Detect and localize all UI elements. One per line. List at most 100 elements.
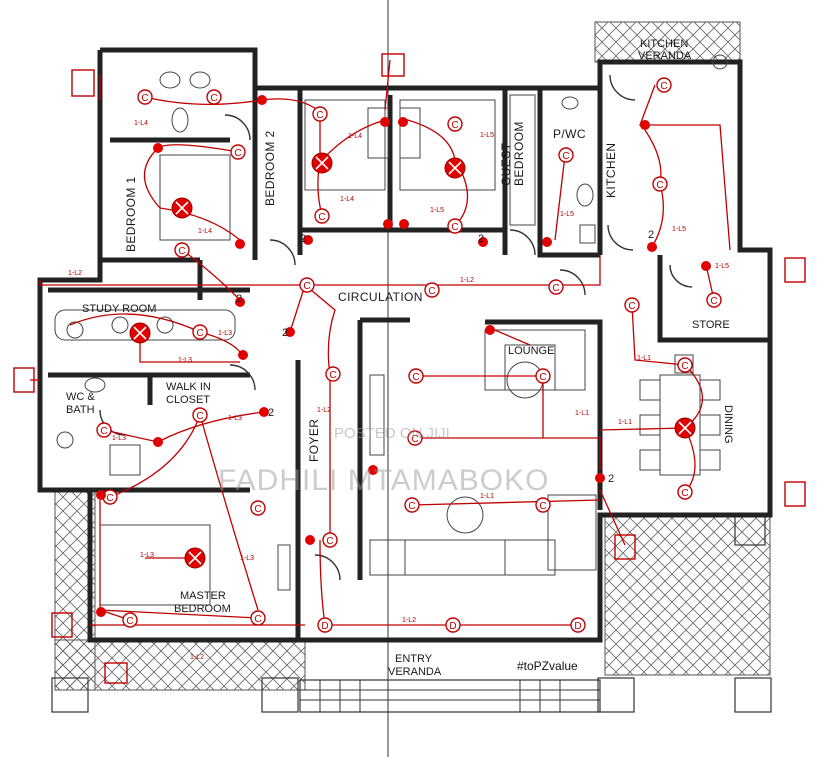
ceiling-point-symbol: C — [656, 77, 672, 93]
svg-text:C: C — [303, 281, 310, 292]
light-fitting-icon — [184, 547, 206, 569]
distribution-boxes — [13, 53, 806, 684]
switch-icon — [235, 239, 245, 249]
room-label-store: STORE — [692, 319, 730, 331]
svg-text:1-L3: 1-L3 — [218, 330, 232, 337]
room-label-wc-bath: WC &BATH — [66, 391, 95, 416]
svg-text:1-L5: 1-L5 — [430, 207, 444, 214]
svg-text:1-L1: 1-L1 — [637, 355, 651, 362]
ceiling-point-symbol: C — [322, 532, 338, 548]
svg-text:C: C — [539, 501, 546, 512]
watermark-author: FADHILI MTAMABOKO — [218, 464, 550, 497]
svg-text:C: C — [656, 180, 663, 191]
db-box — [381, 53, 405, 77]
svg-text:C: C — [126, 616, 133, 627]
svg-text:1-L1: 1-L1 — [480, 493, 494, 500]
svg-text:D: D — [321, 621, 328, 632]
db-box — [784, 481, 806, 507]
walls — [37, 47, 773, 643]
svg-text:C: C — [178, 246, 185, 257]
switches — [96, 95, 711, 617]
ceiling-point-symbol: C — [558, 147, 574, 163]
room-label-bedroom-1: BEDROOM 1 — [124, 176, 138, 252]
db-box — [104, 662, 128, 684]
svg-text:C: C — [141, 93, 148, 104]
room-label-circulation: CIRCULATION — [338, 290, 423, 304]
switch-icon — [542, 237, 552, 247]
svg-text:C: C — [562, 151, 569, 162]
ceiling-point-symbol: C — [312, 106, 328, 122]
switch-icon — [595, 473, 605, 483]
svg-text:C: C — [318, 212, 325, 223]
svg-text:C: C — [100, 426, 107, 437]
ceiling-point-symbol: C — [250, 610, 266, 626]
ceiling-point-symbol: C — [535, 497, 551, 513]
ceiling-point-symbol: C — [174, 242, 190, 258]
downlight-point-symbol: D — [317, 617, 333, 633]
ceiling-point-symbol: C — [325, 366, 341, 382]
svg-text:C: C — [210, 93, 217, 104]
switch-icon — [153, 437, 163, 447]
svg-text:1-L3: 1-L3 — [140, 552, 154, 559]
svg-text:1-L4: 1-L4 — [348, 133, 362, 140]
ceiling-point-symbol: C — [250, 500, 266, 516]
room-label-dining: DINING — [722, 405, 734, 444]
switch-icon — [238, 350, 248, 360]
room-label-pwc: P/WC — [553, 127, 586, 141]
svg-text:C: C — [316, 110, 323, 121]
ceiling-point-symbol: C — [706, 292, 722, 308]
ceiling-point-symbol: C — [299, 277, 315, 293]
db-box — [614, 534, 636, 560]
ceiling-point-symbol: C — [404, 497, 420, 513]
svg-text:1-L1: 1-L1 — [618, 419, 632, 426]
switch-icon — [259, 407, 269, 417]
svg-text:C: C — [428, 286, 435, 297]
room-label-entry-veranda-line-1: ENTRY — [395, 653, 433, 665]
switch-icon — [96, 607, 106, 617]
svg-text:C: C — [234, 148, 241, 159]
light-fitting-icon — [444, 157, 466, 179]
svg-text:1-L3: 1-L3 — [228, 415, 242, 422]
dining-veranda-floor — [604, 514, 771, 676]
svg-text:1-L2: 1-L2 — [317, 407, 331, 414]
svg-text:C: C — [451, 120, 458, 131]
svg-text:C: C — [329, 370, 336, 381]
svg-text:C: C — [106, 493, 113, 504]
svg-text:C: C — [710, 296, 717, 307]
switch-icon — [235, 297, 245, 307]
svg-text:C: C — [196, 328, 203, 339]
svg-text:2: 2 — [236, 293, 242, 305]
room-label-walk-in-closet-line-2: CLOSET — [166, 394, 210, 406]
svg-text:2: 2 — [608, 473, 614, 485]
svg-text:1-L2: 1-L2 — [402, 617, 416, 624]
room-label-wc-bath-line-2: BATH — [66, 404, 95, 416]
ceiling-point-symbol: C — [677, 484, 693, 500]
switch-icon — [257, 95, 267, 105]
ceiling-point-symbol: C — [447, 218, 463, 234]
db-box — [51, 612, 73, 638]
doors — [99, 74, 693, 581]
room-label-bedroom-2: BEDROOM 2 — [263, 130, 277, 206]
switch-icon — [383, 219, 393, 229]
two-way-switch-labels: 2 2 2 2 2 2 2 — [236, 229, 654, 485]
switch-icon — [478, 237, 488, 247]
column-box — [734, 677, 772, 713]
ceiling-point-symbol: C — [206, 89, 222, 105]
ceiling-points: C C C C C C C C C C C C C C C C C C C C … — [96, 77, 722, 628]
svg-text:1-L4: 1-L4 — [340, 196, 354, 203]
switch-icon — [380, 117, 390, 127]
downlight-points: D D D — [317, 617, 586, 633]
room-label-study-room: STUDY ROOM — [82, 303, 156, 315]
svg-text:2: 2 — [300, 233, 306, 245]
column-box — [51, 677, 89, 713]
room-label-master-bedroom-line-2: BEDROOM — [174, 603, 231, 615]
ceiling-point-symbol: C — [192, 407, 208, 423]
entry-steps — [299, 679, 601, 713]
svg-text:C: C — [539, 372, 546, 383]
db-box — [71, 69, 95, 97]
room-label-kitchen-veranda-line-2: VERANDA — [638, 50, 692, 62]
